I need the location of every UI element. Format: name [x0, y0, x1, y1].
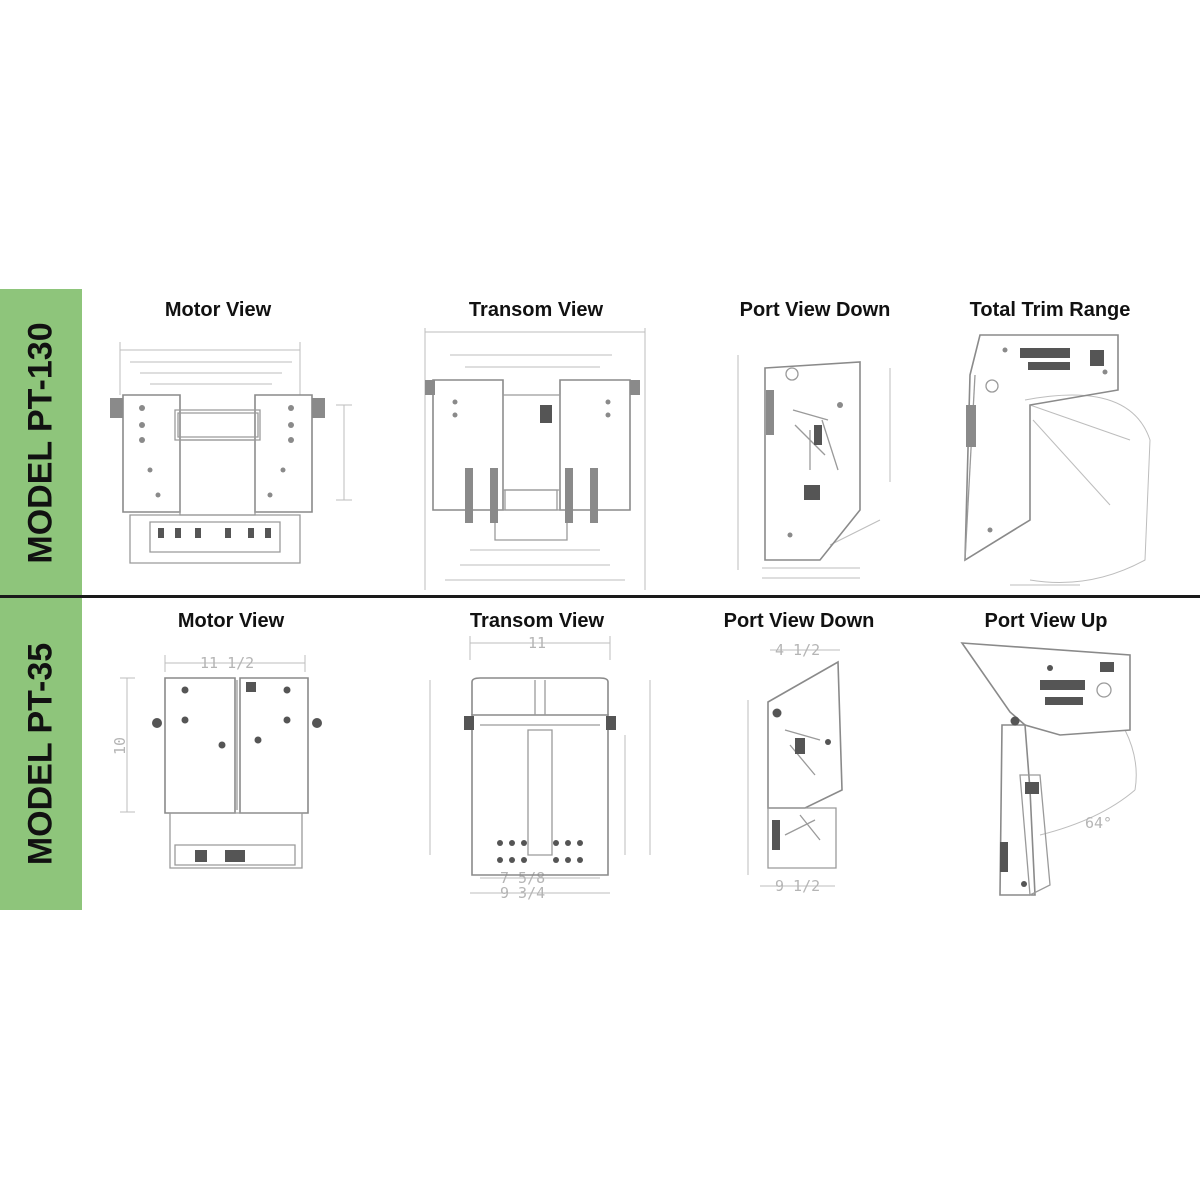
pt130-port-view-down-title: Port View Down [739, 299, 891, 321]
pt35-motor-height-dim: 10 [111, 737, 129, 755]
pt35-port-top-dim: 4 1/2 [775, 641, 820, 659]
pt35-port-view-up-title: Port View Up [984, 610, 1108, 632]
pt130-total-trim-range-title: Total Trim Range [969, 299, 1131, 321]
pt35-port-view-down-title: Port View Down [723, 610, 875, 632]
pt130-motor-view-title: Motor View [164, 299, 272, 321]
row-divider [0, 595, 1200, 598]
pt35-transom-top-dim: 11 [528, 634, 546, 652]
pt35-transom-bottom1-dim: 7 5/8 [500, 869, 545, 887]
pt35-port-bottom-dim: 9 1/2 [775, 877, 820, 895]
model-band-pt-35: MODEL PT-35 [0, 598, 82, 910]
model-band-pt-130: MODEL PT-130 [0, 289, 82, 596]
pt35-trim-angle-dim: 64° [1085, 814, 1112, 832]
pt35-transom-view-title: Transom View [469, 610, 605, 632]
pt35-motor-view-title: Motor View [177, 610, 285, 632]
pt35-transom-bottom2-dim: 9 3/4 [500, 884, 545, 902]
pt35-motor-width-dim: 11 1/2 [200, 654, 254, 672]
pt130-transom-view-title: Transom View [468, 299, 604, 321]
